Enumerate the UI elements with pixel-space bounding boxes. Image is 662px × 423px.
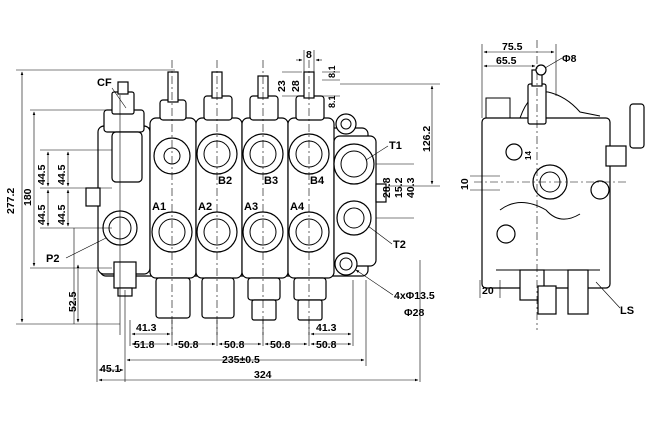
side-view: LS [474, 40, 645, 330]
front-right-dimensions: 126.2 8 8.1 23 28 8.1 28.8 15.2 40.3 4xΦ… [276, 49, 440, 319]
label-a3: A3 [244, 201, 258, 213]
dim-126-2: 126.2 [421, 126, 433, 152]
dim-277-2: 277.2 [5, 188, 17, 214]
side-fitting-right [605, 145, 627, 167]
dim-spot-face: Φ28 [404, 307, 424, 319]
section-3 [241, 75, 289, 321]
side-fitting [85, 187, 101, 207]
dim-65-5: 65.5 [496, 55, 517, 67]
side-phi8-hole [535, 64, 547, 76]
dim-44-5-d: 44.5 [56, 204, 68, 225]
dim-45-1: 45.1 [100, 363, 121, 375]
label-b3: B3 [264, 175, 278, 187]
inlet-bottom-plug [113, 261, 137, 289]
label-t1: T1 [389, 140, 402, 152]
relief-valve-stem [117, 81, 129, 95]
dim-40-3: 40.3 [405, 177, 417, 198]
side-dimensions: 75.5 65.5 Φ8 10 20 14 [459, 41, 577, 298]
dim-28: 28 [290, 80, 302, 92]
dim-phi8: Φ8 [562, 53, 577, 65]
dim-235: 235±0.5 [222, 354, 260, 366]
dim-23: 23 [276, 80, 288, 92]
dim-50-8-b: 50.8 [224, 339, 245, 351]
label-cf: CF [97, 77, 112, 89]
dim-324: 324 [254, 369, 272, 381]
section-4 [287, 71, 335, 321]
dim-50-8-c: 50.8 [270, 339, 291, 351]
side-bottom-spool-a [519, 269, 545, 301]
dim-8-1-top: 8.1 [327, 65, 337, 78]
dim-28-8: 28.8 [381, 177, 393, 198]
section-2 [195, 71, 243, 319]
dim-8-1-side: 8.1 [327, 95, 337, 108]
dim-44-5-b: 44.5 [36, 204, 48, 225]
front-left-dimensions: 277.2 180 44.5 44.5 44.5 44.5 52.5 [5, 69, 175, 325]
label-b2: B2 [218, 175, 232, 187]
dim-180: 180 [22, 188, 34, 206]
dim-41-3-right: 41.3 [316, 322, 337, 334]
cf-port-column [111, 131, 143, 183]
dim-75-5: 75.5 [502, 41, 523, 53]
label-a4: A4 [290, 201, 305, 213]
outlet-section [333, 113, 387, 276]
dim-10: 10 [459, 178, 471, 190]
dim-8: 8 [306, 49, 312, 61]
dim-44-5-c: 44.5 [56, 164, 68, 185]
dim-44-5-a: 44.5 [36, 164, 48, 185]
dim-50-8-right: 50.8 [316, 339, 337, 351]
label-t2: T2 [393, 239, 406, 251]
dim-hole-spec: 4xΦ13.5 [394, 290, 435, 302]
side-bottom-spool-b [567, 269, 589, 315]
dim-52-5: 52.5 [67, 291, 79, 312]
label-b4: B4 [310, 175, 325, 187]
label-p2: P2 [46, 253, 59, 265]
front-bottom-dimensions: 41.3 51.8 50.8 50.8 50.8 41.3 50.8 235±0… [96, 260, 421, 382]
dim-41-3-left: 41.3 [136, 322, 157, 334]
dim-15-2: 15.2 [393, 177, 405, 198]
dim-51-8: 51.8 [134, 339, 155, 351]
dim-50-8-a: 50.8 [178, 339, 199, 351]
relief-valve-head [111, 91, 135, 115]
label-a2: A2 [198, 201, 212, 213]
side-solenoid [629, 103, 645, 149]
label-a1: A1 [152, 201, 166, 213]
side-bottom-spool-c [537, 285, 557, 315]
dim-14: 14 [524, 151, 533, 160]
side-body [481, 117, 611, 289]
label-ls: LS [620, 305, 634, 317]
section-1 [149, 71, 197, 319]
front-view: CF T1 T2 P2 A1 A2 A3 A4 B2 B3 B4 [46, 60, 406, 335]
dim-20: 20 [482, 285, 494, 297]
